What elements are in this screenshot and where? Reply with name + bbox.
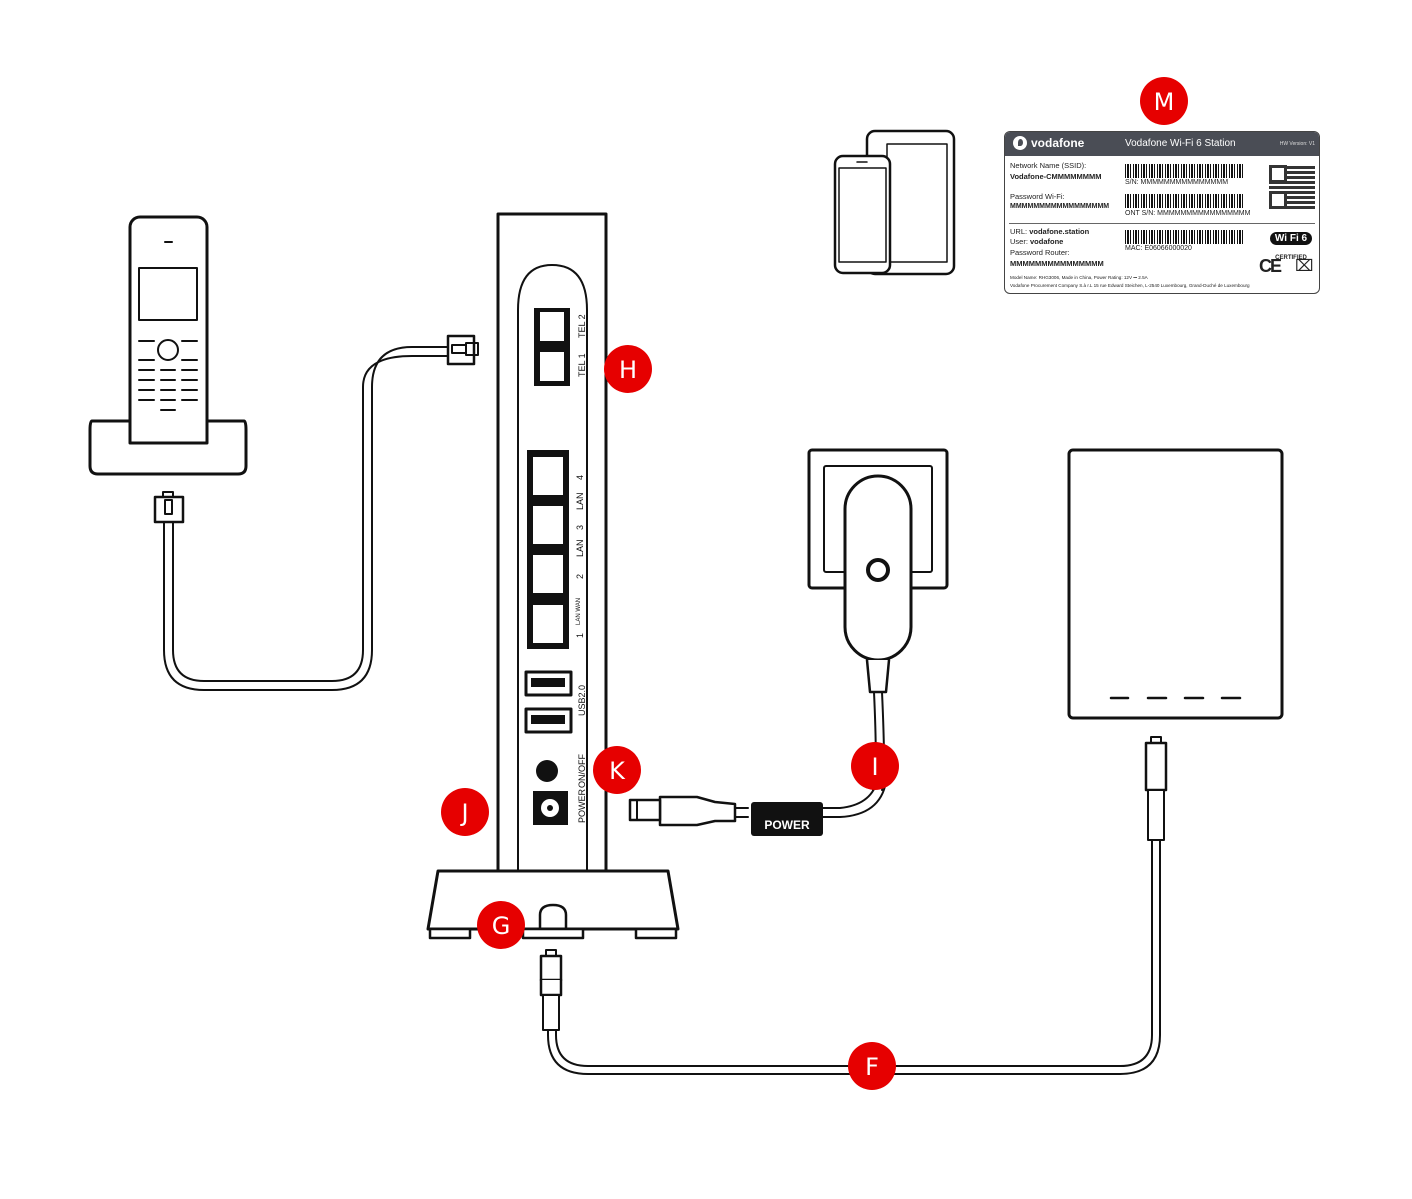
tel-ports xyxy=(534,308,570,386)
router-station xyxy=(426,212,680,940)
ce-mark-icon: CE xyxy=(1259,256,1282,276)
mobile-devices-icon xyxy=(833,129,956,276)
ssid-value: Vodafone-CMMMMMMMM xyxy=(1010,172,1102,181)
port-labels: TEL 2 TEL 1 4 LAN 3 LAN 2 1 LAN WAN USB2… xyxy=(575,314,810,832)
power-adapter xyxy=(628,448,949,836)
wifi-password-label: Password Wi-Fi: xyxy=(1010,192,1065,201)
label-header: vodafone Vodafone Wi-Fi 6 Station HW Ver… xyxy=(1005,132,1319,156)
lan1-label: 1 xyxy=(575,633,585,638)
router-password-value: MMMMMMMMMMMMMMM xyxy=(1010,259,1104,268)
usb-label: USB2.0 xyxy=(577,685,587,716)
onoff-label: ON/OFF xyxy=(577,754,587,788)
url-label: URL: xyxy=(1010,227,1028,236)
device-label: vodafone Vodafone Wi-Fi 6 Station HW Ver… xyxy=(1004,131,1320,294)
svg-text:K: K xyxy=(609,757,626,785)
lan4-label: 4 xyxy=(575,475,585,480)
tel2-label: TEL 2 xyxy=(577,314,587,338)
badge-i: I xyxy=(851,742,899,790)
url-value: vodafone.station xyxy=(1029,227,1090,236)
cordless-phone-icon xyxy=(88,215,248,476)
power-cable-label: POWER xyxy=(764,818,810,832)
label-footer-address: Vodafone Procurement Company S.à r.L 15 … xyxy=(1010,283,1250,288)
badge-f: F xyxy=(848,1042,896,1090)
svg-text:M: M xyxy=(1154,88,1175,116)
router-password-label: Password Router: xyxy=(1010,248,1070,257)
wifi6-certified-badge: Wi Fi 6 CERTIFIED xyxy=(1267,228,1315,264)
lan-label-23: LAN xyxy=(575,539,585,557)
label-footer-model: Model Name: RHG3006, Made in China, Powe… xyxy=(1010,275,1148,280)
power-port-label: POWER xyxy=(577,788,587,823)
ont-sn-value: ONT S/N: MMMMMMMMMMMMMMMM xyxy=(1125,210,1251,217)
wifi-certified-text: CERTIFIED xyxy=(1275,255,1307,261)
qr-code xyxy=(1269,165,1315,209)
label-brand: vodafone xyxy=(1013,136,1084,150)
wifi6-logo: Wi Fi 6 xyxy=(1269,232,1313,245)
tel1-label: TEL 1 xyxy=(577,353,587,377)
svg-text:G: G xyxy=(492,912,511,940)
lan3-label: 3 xyxy=(575,525,585,530)
svg-text:H: H xyxy=(619,356,637,384)
phone-cable xyxy=(153,334,479,691)
svg-text:F: F xyxy=(865,1053,879,1081)
badge-k: K xyxy=(593,746,641,794)
label-hw-version: HW Version: V1 xyxy=(1279,141,1315,147)
mac-value: MAC: E06066000020 xyxy=(1125,245,1192,252)
ont-device xyxy=(1067,448,1284,720)
usb-ports xyxy=(524,670,573,734)
label-product: Vodafone Wi-Fi 6 Station xyxy=(1125,138,1236,149)
weee-bin-icon: ⌧ xyxy=(1295,258,1314,275)
badge-h: H xyxy=(604,345,652,393)
svg-text:I: I xyxy=(871,753,878,781)
ont-sn-barcode xyxy=(1125,194,1245,208)
badge-g: G xyxy=(477,901,525,949)
brand-name: vodafone xyxy=(1031,136,1085,150)
ssid-label: Network Name (SSID): xyxy=(1010,161,1087,170)
mac-barcode xyxy=(1125,230,1243,244)
callout-badges: M H K J I G F xyxy=(441,77,1188,1090)
lan2-label: 2 xyxy=(575,574,585,579)
svg-text:J: J xyxy=(459,799,468,827)
lan-ports xyxy=(527,450,569,649)
lan-label-34: LAN xyxy=(575,492,585,510)
wifi-password-value: MMMMMMMMMMMMMMMMM xyxy=(1010,203,1110,210)
label-divider xyxy=(1009,223,1315,224)
vodafone-logo-icon xyxy=(866,558,890,582)
badge-j: J xyxy=(441,788,489,836)
lan-wan-label: LAN WAN xyxy=(576,598,582,625)
sn-value: S/N: MMMMMMMMMMMMMMM xyxy=(1125,179,1229,186)
power-socket xyxy=(533,791,568,825)
on-off-button xyxy=(536,760,558,782)
sn-barcode xyxy=(1125,164,1245,178)
badge-m: M xyxy=(1140,77,1188,125)
vodafone-logo-icon xyxy=(1013,136,1027,150)
user-label: User: xyxy=(1010,237,1028,246)
user-value: vodafone xyxy=(1030,237,1064,246)
